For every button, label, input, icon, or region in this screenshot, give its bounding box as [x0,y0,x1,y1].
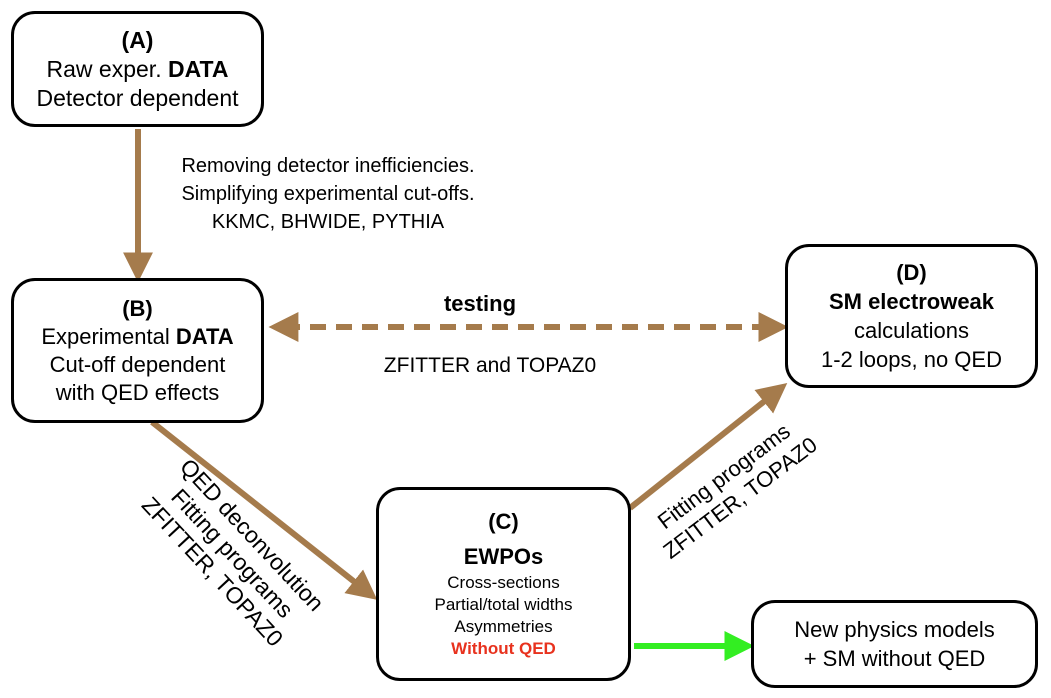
box-c-label: (C) [488,509,519,534]
box-a-line2: Detector dependent [36,84,239,111]
box-b-line1-bold: DATA [175,323,234,349]
box-d-sm-electroweak: (D) SM electroweak calculations 1-2 loop… [785,244,1038,388]
edge-a-b-line3: KKMC, BHWIDE, PYTHIA [211,211,445,233]
box-a-label: (A) [121,26,154,53]
box-a-line1-bold: DATA [167,55,229,82]
box-c-ewpos: (C) EWPOs Cross-sections Partial/total w… [376,487,631,681]
box-c-line1: Cross-sections [447,573,560,592]
box-d-title: SM electroweak [828,289,995,314]
arrow-c-to-d [628,383,788,511]
box-e-line2: + SM without QED [803,646,986,671]
edge-a-b-line1: Removing detector inefficiencies. [181,155,475,177]
box-c-line3: Asymmetries [454,617,553,636]
edge-a-b-line2: Simplifying experimental cut-offs. [181,183,475,205]
box-a-line1-plain: Raw exper. [46,55,168,82]
box-d-line1: calculations [854,318,969,343]
box-d-label: (D) [896,260,927,285]
box-c-title: EWPOs [463,544,544,569]
box-b-experimental-data: (B) Experimental DATA Cut-off dependent … [11,278,264,423]
box-e-line1: New physics models [794,617,995,642]
edge-b-d-label-top: testing [443,291,517,316]
box-e-new-physics: New physics models + SM without QED [751,600,1038,688]
box-b-label: (B) [122,295,153,321]
box-c-line4: Without QED [451,639,556,658]
arrow-b-to-c [150,419,378,600]
box-b-line2: Cut-off dependent [49,351,226,377]
edge-b-d-label-bottom: ZFITTER and TOPAZ0 [383,354,597,377]
box-b-line1: Experimental DATA [41,323,233,351]
box-b-line3: with QED effects [55,379,220,405]
edge-a-b-label: Removing detector inefficiencies. Simpli… [150,152,506,236]
box-a-raw-data: (A) Raw exper. DATA Detector dependent [11,11,264,127]
box-a-line1: Raw exper. DATA [47,55,229,84]
box-b-line1-plain: Experimental [41,323,176,349]
box-c-line2: Partial/total widths [434,595,573,614]
box-d-line2: 1-2 loops, no QED [821,347,1002,372]
